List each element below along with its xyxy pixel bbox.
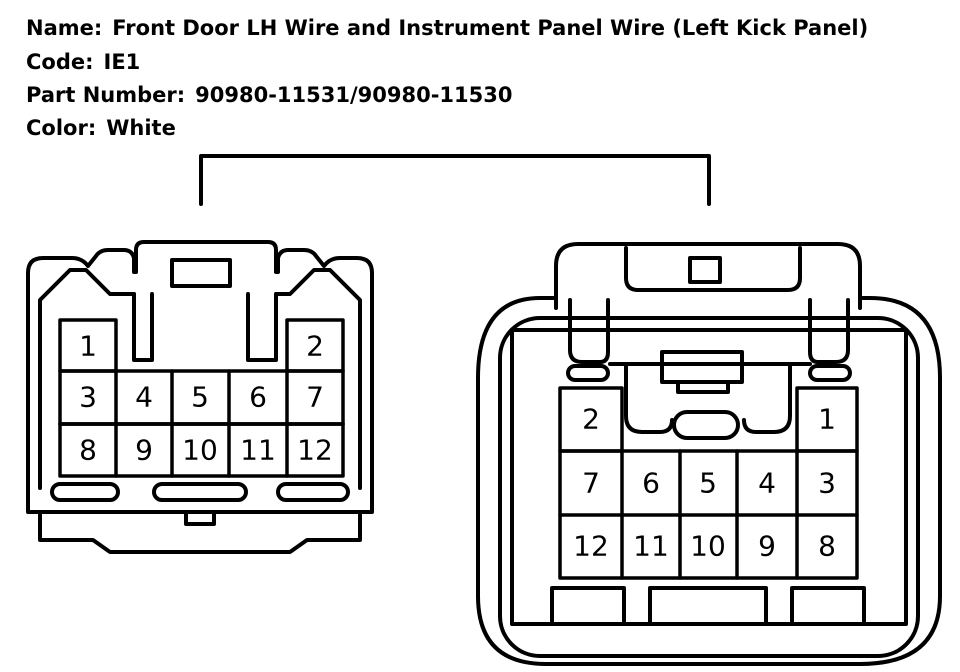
- left-pin-9: 9: [135, 434, 153, 467]
- left-pin-7: 7: [306, 381, 324, 414]
- right-pin-1: 1: [818, 403, 836, 436]
- left-pin-6: 6: [249, 381, 267, 414]
- left-pin-2: 2: [306, 330, 324, 363]
- name-row: Name: Front Door LH Wire and Instrument P…: [26, 16, 868, 40]
- left-pin-12: 12: [297, 434, 333, 467]
- right-pin-7: 7: [582, 467, 600, 500]
- part-number-label: Part Number:: [26, 83, 186, 107]
- name-value: Front Door LH Wire and Instrument Panel …: [112, 16, 869, 40]
- right-pin-4: 4: [758, 467, 776, 500]
- code-value: IE1: [103, 50, 141, 74]
- left-pin-10: 10: [182, 434, 218, 467]
- right-pin-2: 2: [582, 403, 600, 436]
- color-label: Color:: [26, 116, 97, 140]
- right-pin-labels: 2 1 7 6 5 4 3 12 11 10 9 8: [573, 403, 836, 563]
- code-row: Code: IE1: [26, 50, 140, 74]
- right-pin-3: 3: [818, 467, 836, 500]
- left-pin-5: 5: [191, 381, 209, 414]
- right-pin-9: 9: [758, 530, 776, 563]
- right-pin-6: 6: [642, 467, 660, 500]
- left-connector-housing: [26, 240, 374, 554]
- part-number-row: Part Number: 90980-11531/90980-11530: [26, 83, 512, 107]
- right-pin-11: 11: [633, 530, 669, 563]
- right-pin-grid: [558, 386, 859, 580]
- right-connector-housing: [476, 242, 942, 666]
- color-value: White: [106, 116, 176, 140]
- left-pin-4: 4: [135, 381, 153, 414]
- right-pin-8: 8: [818, 530, 836, 563]
- right-pin-10: 10: [690, 530, 726, 563]
- left-pin-3: 3: [79, 381, 97, 414]
- code-label: Code:: [26, 50, 94, 74]
- name-label: Name:: [26, 16, 103, 40]
- right-pin-5: 5: [699, 467, 717, 500]
- mating-bracket: [199, 154, 711, 206]
- left-pin-11: 11: [240, 434, 276, 467]
- part-number-value: 90980-11531/90980-11530: [195, 83, 513, 107]
- left-pin-8: 8: [79, 434, 97, 467]
- left-pin-labels: 1 2 3 4 5 6 7 8 9 10 11 12: [79, 330, 333, 467]
- right-pin-12: 12: [573, 530, 609, 563]
- left-pin-grid: [58, 318, 345, 478]
- left-pin-1: 1: [79, 330, 97, 363]
- color-row: Color: White: [26, 116, 176, 140]
